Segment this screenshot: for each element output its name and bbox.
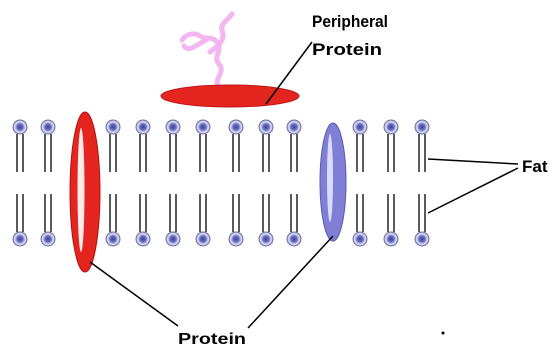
phosphate-head-bottom [287, 232, 301, 246]
integral-protein-blue [320, 123, 346, 241]
peripheral-label-line1: Peripheral [312, 12, 388, 31]
phosphate-head-bottom [106, 232, 120, 246]
phosphate-head-top [353, 120, 367, 134]
phosphate-head-top [13, 120, 27, 134]
phosphate-head-bottom [384, 232, 398, 246]
protein-leader-line-left [90, 262, 178, 326]
phosphate-head-top [415, 120, 429, 134]
phosphate-head-bottom [166, 232, 180, 246]
speck [442, 332, 445, 335]
fat-label: Fat [522, 157, 548, 176]
phosphate-head-bottom [136, 232, 150, 246]
phosphate-head-top [287, 120, 301, 134]
peripheral-label-line2: Protein [312, 40, 382, 59]
phosphate-head-top [384, 120, 398, 134]
phosphate-head-bottom [196, 232, 210, 246]
phosphate-head-top [196, 120, 210, 134]
phosphate-head-top [136, 120, 150, 134]
protein-leader-line-right [248, 236, 333, 328]
fat-leader-line-bottom [428, 168, 518, 213]
phosphate-head-bottom [41, 232, 55, 246]
phosphate-head-bottom [13, 232, 27, 246]
phosphate-head-top [106, 120, 120, 134]
integral-protein-blue-highlight [327, 134, 333, 222]
phosphate-head-top [41, 120, 55, 134]
fat-leader-line-top [428, 159, 518, 164]
integral-protein-red [70, 112, 100, 272]
phosphate-head-bottom [353, 232, 367, 246]
carbohydrate-chain [182, 14, 232, 86]
protein-label: Protein [178, 331, 246, 348]
phosphate-head-bottom [229, 232, 243, 246]
phosphate-head-top [166, 120, 180, 134]
phosphate-head-top [229, 120, 243, 134]
phosphate-head-top [259, 120, 273, 134]
phosphate-head-bottom [415, 232, 429, 246]
phosphate-head-bottom [259, 232, 273, 246]
integral-protein-red-highlight [78, 128, 85, 252]
